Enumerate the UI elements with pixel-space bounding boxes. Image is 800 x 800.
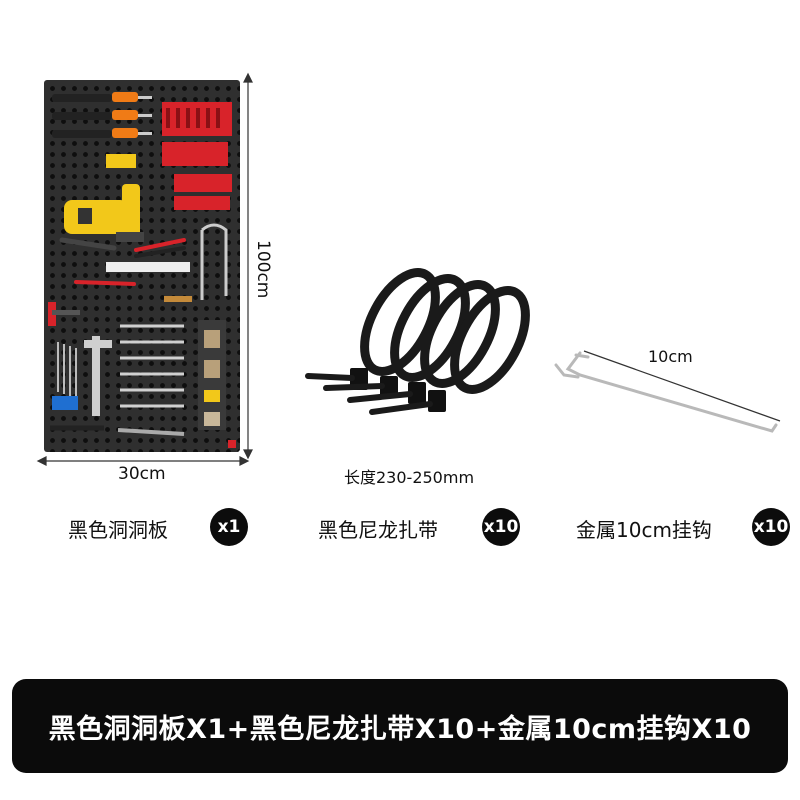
- pliers: [59, 237, 186, 286]
- cable-ties-caption: 黑色尼龙扎带: [318, 518, 438, 542]
- pegboard-height-label: 100cm: [253, 240, 273, 299]
- pegboard-image: [44, 80, 240, 452]
- summary-bar: 黑色洞洞板X1+黑色尼龙扎带X10+金属10cm挂钩X10: [12, 679, 788, 773]
- pegboard-quantity-badge: x1: [210, 508, 248, 546]
- level-ruler: [106, 262, 190, 272]
- vernier-caliper: [92, 336, 100, 416]
- hex-keys: [57, 342, 77, 396]
- pegboard-width-label: 30cm: [118, 464, 166, 484]
- blue-tool-box: [52, 396, 78, 410]
- staple-gun: [106, 154, 136, 168]
- cable-ties-length-label: 长度230-250mm: [344, 468, 475, 487]
- hook-quantity-badge: x10: [752, 508, 790, 546]
- coping-saw: [200, 223, 228, 300]
- red-bit-holders: [162, 102, 232, 210]
- screwdriver-set: [52, 92, 152, 138]
- hook-length-label: 10cm: [648, 347, 693, 366]
- cable-ties-image: [305, 268, 530, 415]
- metal-hook-image: [554, 351, 778, 433]
- long-pliers: [117, 428, 185, 436]
- pegboard-tools-illustration: [48, 92, 236, 448]
- wrench-set: [120, 324, 184, 408]
- hook-caption: 金属10cm挂钩: [576, 518, 712, 542]
- cordless-drill: [64, 184, 144, 242]
- summary-text: 黑色洞洞板X1+黑色尼龙扎带X10+金属10cm挂钩X10: [48, 713, 752, 745]
- chisel: [164, 296, 192, 302]
- pegboard-caption: 黑色洞洞板: [68, 518, 168, 542]
- cable-ties-quantity-badge: x10: [482, 508, 520, 546]
